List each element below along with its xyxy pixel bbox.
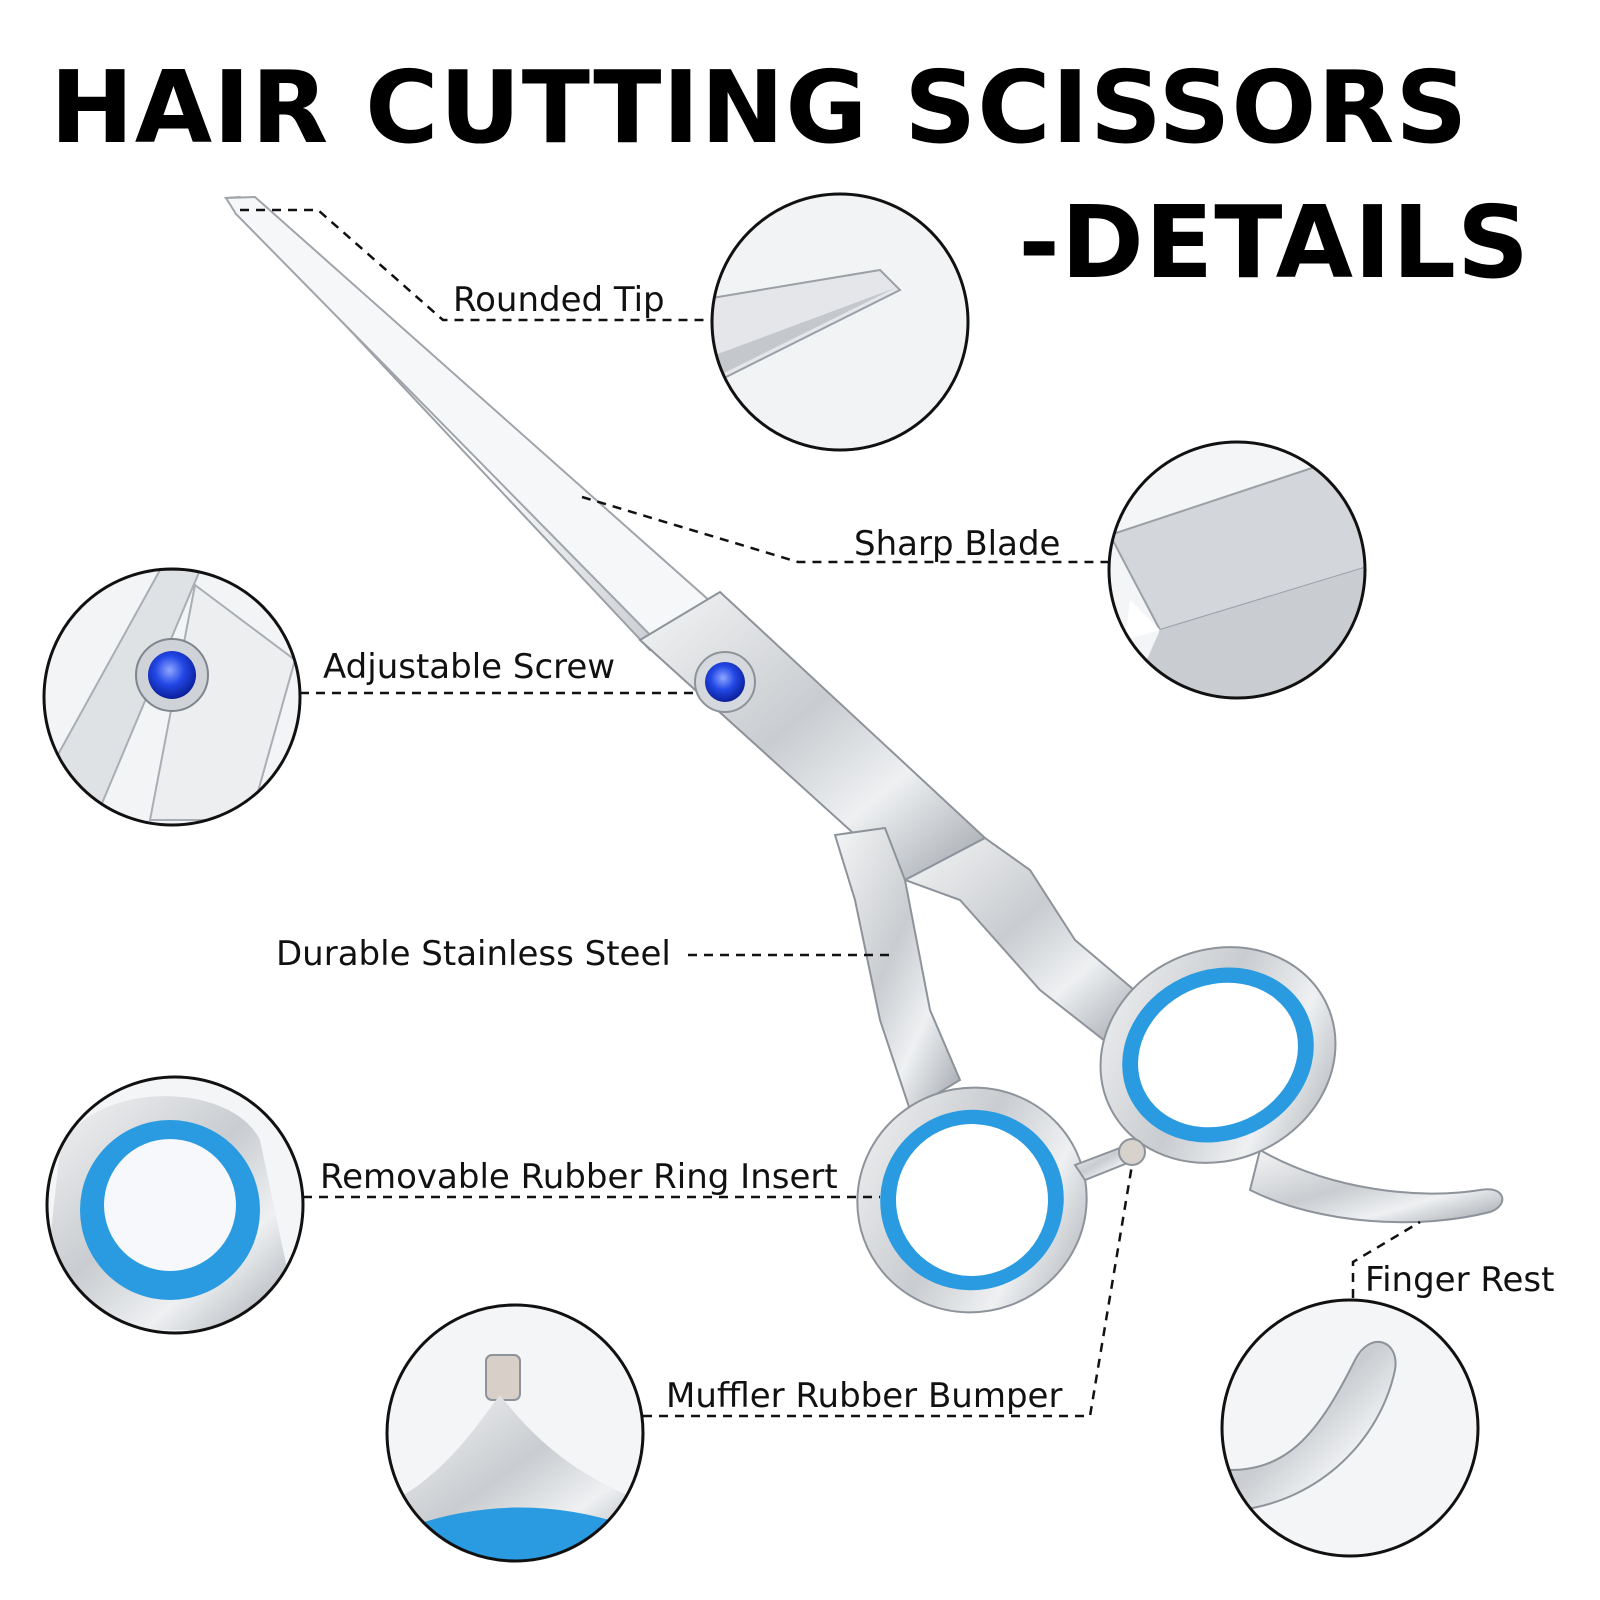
label-rubber-ring: Removable Rubber Ring Insert (320, 1157, 838, 1197)
scissors-image (223, 195, 1504, 1314)
detail-circle-rubber-ring (45, 1075, 305, 1335)
page-title-line2: -DETAILS (1018, 184, 1530, 301)
label-rounded-tip: Rounded Tip (453, 280, 665, 320)
detail-circle-adjustable-screw (42, 567, 302, 827)
detail-circle-finger-rest (1220, 1298, 1480, 1558)
leader-finger-rest (1351, 1220, 1421, 1298)
detail-circle-sharp-blade (1107, 440, 1367, 700)
page-title-line1: HAIR CUTTING SCISSORS (50, 49, 1469, 166)
leader-sharp-blade (581, 495, 1108, 564)
label-durable-steel: Durable Stainless Steel (276, 934, 671, 974)
label-sharp-blade: Sharp Blade (854, 524, 1061, 564)
leader-lines (240, 208, 1421, 1418)
label-finger-rest: Finger Rest (1365, 1260, 1555, 1300)
leader-rubber-bumper (643, 1164, 1134, 1418)
detail-circle-rubber-bumper (385, 1303, 645, 1563)
label-adjustable-screw: Adjustable Screw (323, 647, 616, 687)
leader-rounded-tip (240, 208, 712, 322)
label-rubber-bumper: Muffler Rubber Bumper (666, 1376, 1063, 1416)
detail-circle-rounded-tip (710, 192, 970, 452)
